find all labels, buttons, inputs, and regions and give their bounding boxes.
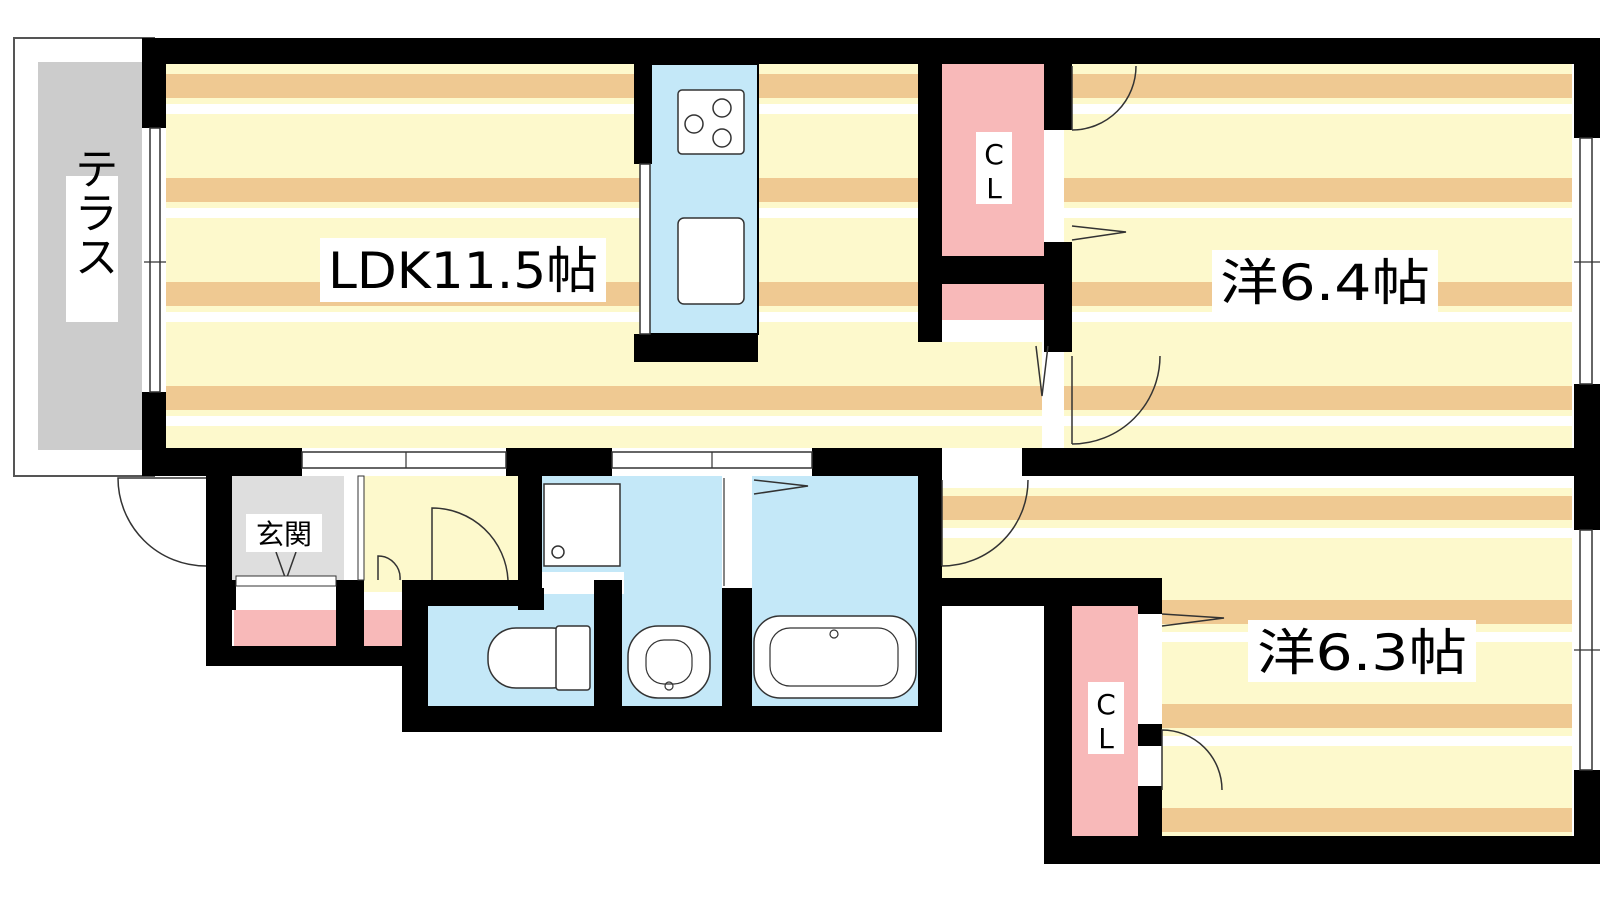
stove-burner-icon — [684, 114, 704, 134]
closet-1-shelf — [942, 284, 1044, 320]
toilet-icon — [487, 625, 591, 691]
svg-text:L: L — [1098, 722, 1114, 755]
wash-basin-icon — [627, 625, 711, 699]
terrace — [13, 37, 155, 477]
entrance-label: 玄関 — [246, 514, 322, 552]
svg-text:L: L — [986, 172, 1002, 205]
svg-text:洋6.3帖: 洋6.3帖 — [1257, 624, 1467, 682]
bathtub-icon — [753, 615, 917, 699]
terrace-label: テラス — [66, 146, 118, 322]
sink-icon — [677, 217, 745, 305]
svg-text:C: C — [1096, 688, 1116, 721]
svg-text:LDK11.5帖: LDK11.5帖 — [328, 242, 598, 300]
svg-text:玄関: 玄関 — [256, 518, 312, 551]
svg-text:テラス: テラス — [67, 146, 118, 278]
ldk-label: LDK11.5帖 — [320, 238, 606, 302]
shoe-cabinet — [234, 610, 336, 646]
svg-text:洋6.4帖: 洋6.4帖 — [1220, 254, 1430, 312]
kitchen-counter — [643, 63, 759, 335]
western1-label: 洋6.4帖 — [1212, 250, 1438, 312]
svg-text:C: C — [984, 138, 1004, 171]
walls — [142, 38, 1600, 864]
stove-burner-icon — [712, 128, 732, 148]
western2-floor — [942, 488, 1572, 578]
hall-floor — [364, 476, 518, 592]
stove-burner-icon — [712, 98, 732, 118]
doors — [117, 65, 1225, 791]
western2-label: 洋6.3帖 — [1248, 620, 1476, 682]
closet1-label: C L — [976, 132, 1012, 205]
washing-machine — [543, 483, 621, 567]
storage-cabinet — [362, 610, 402, 646]
closet2-label: C L — [1088, 682, 1124, 755]
